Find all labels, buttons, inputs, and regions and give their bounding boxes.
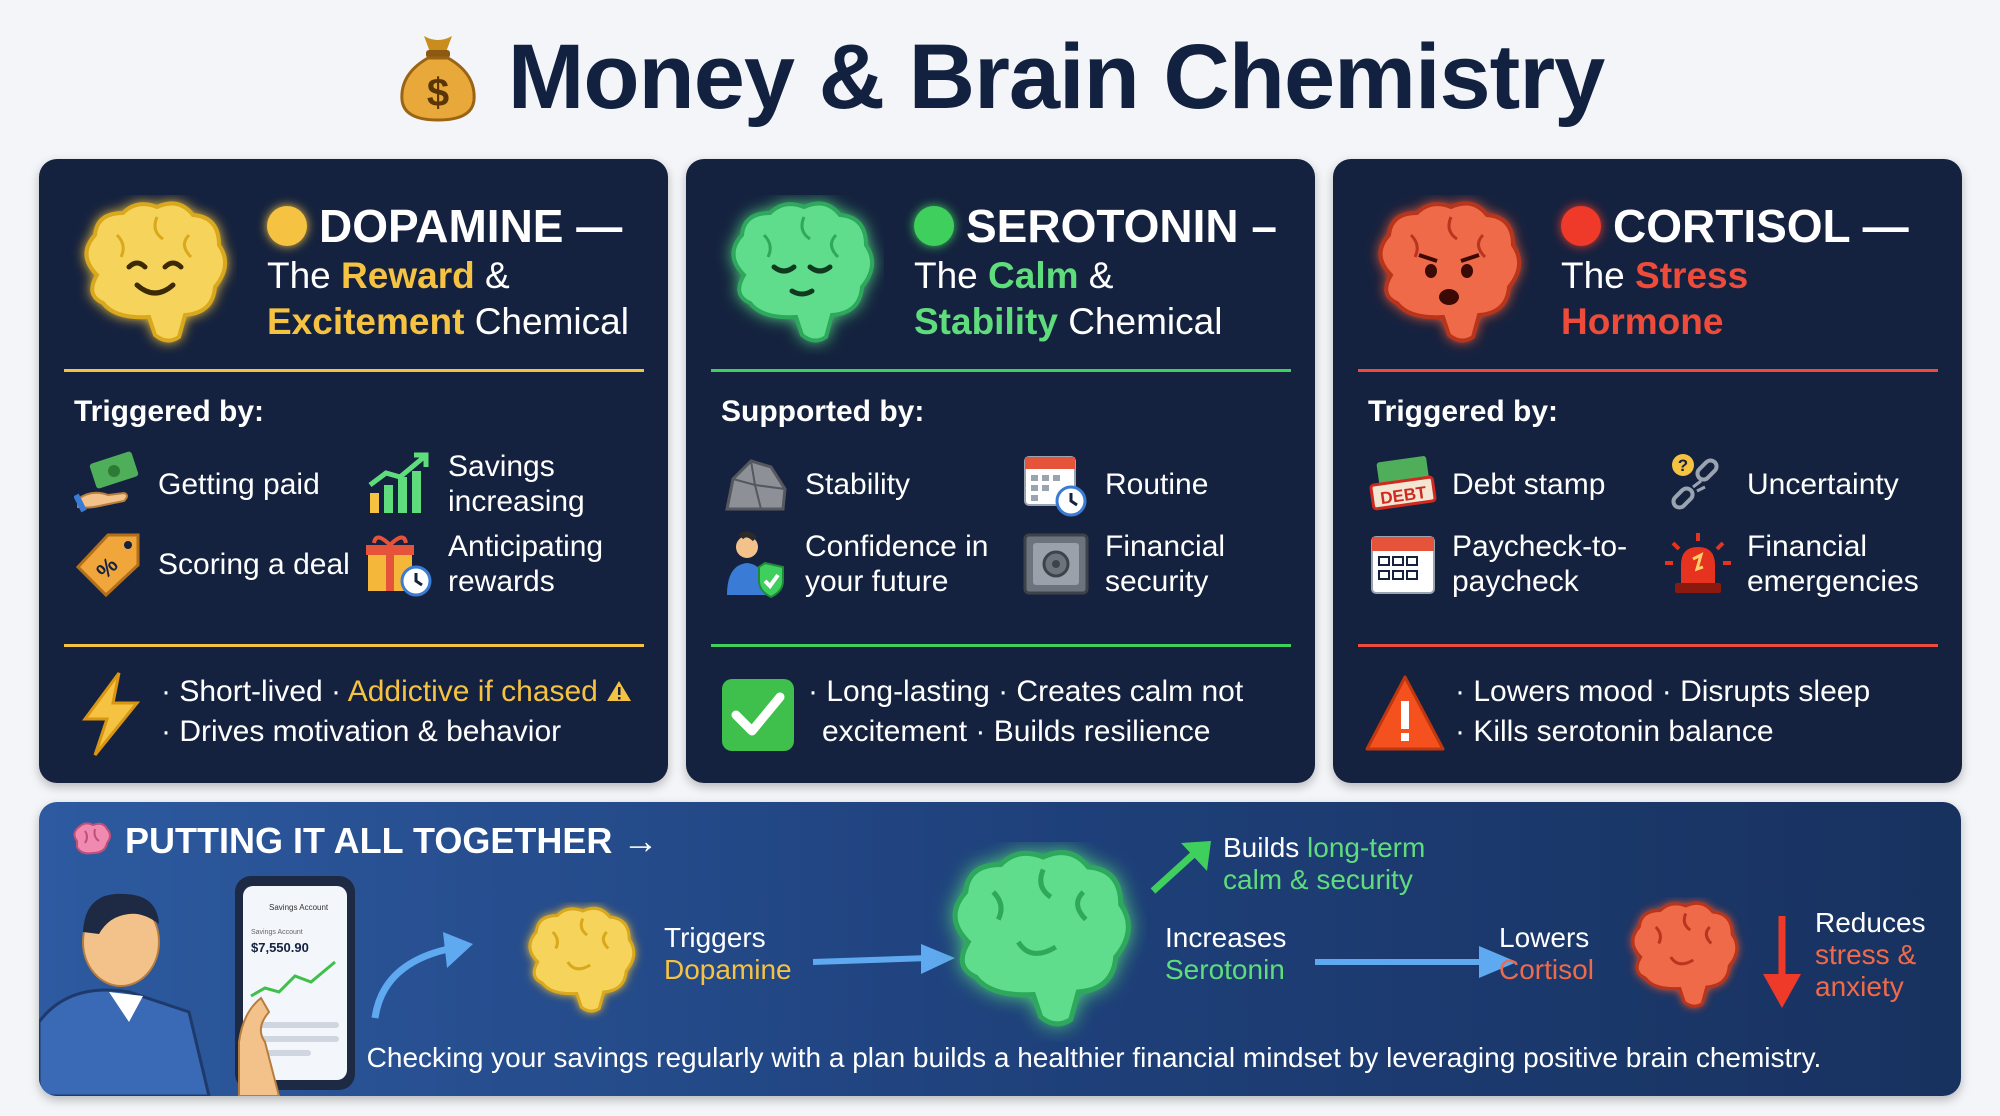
- dopamine-notes: · Short-lived · Addictive if chased · Dr…: [161, 672, 661, 752]
- rock-icon: [725, 459, 787, 511]
- growth-chart-icon: [368, 452, 429, 513]
- debt-stamp-icon: DEBT: [1369, 456, 1437, 511]
- warning-triangle-icon: [1365, 675, 1445, 751]
- support-financial-security: Financial security: [1021, 529, 1305, 599]
- person-shield-icon: [727, 531, 784, 599]
- divider: [1358, 369, 1938, 372]
- arrow-right-icon: [812, 944, 955, 974]
- support-stability: Stability: [721, 449, 1005, 519]
- calm-brain-icon: [731, 201, 874, 343]
- green-dot-icon: [914, 206, 954, 246]
- cash-hand-icon: [74, 451, 139, 513]
- trigger-uncertainty: ? Uncertainty: [1663, 449, 1947, 519]
- serotonin-brain-icon: [952, 850, 1131, 1027]
- section-label: Triggered by:: [74, 395, 265, 428]
- support-confidence: Confidence in your future: [721, 529, 1005, 599]
- dopamine-heading: DOPAMINE —: [267, 199, 622, 253]
- trigger-debt-stamp: DEBT Debt stamp: [1368, 449, 1652, 519]
- arrow-right-icon: [1315, 946, 1517, 978]
- checkmark-icon: [722, 679, 794, 751]
- divider: [64, 369, 644, 372]
- serotonin-card: SEROTONIN – The Calm & Stability Chemica…: [686, 159, 1315, 783]
- summary-caption: Checking your savings regularly with a p…: [366, 1042, 1822, 1073]
- svg-text:$: $: [427, 71, 449, 115]
- calendar-clock-icon: [1024, 456, 1087, 517]
- divider: [1358, 644, 1938, 647]
- gift-clock-icon: [366, 535, 432, 597]
- red-dot-icon: [1561, 206, 1601, 246]
- trigger-anticipating-rewards: Anticipating rewards: [364, 529, 648, 599]
- dopamine-brain-icon: [528, 906, 636, 1013]
- svg-text:?: ?: [1678, 456, 1688, 475]
- warning-icon: [607, 681, 632, 701]
- trigger-paycheck-to-paycheck: Paycheck-to-paycheck: [1368, 529, 1652, 599]
- alarm-siren-icon: [1665, 533, 1731, 593]
- happy-brain-icon: [84, 201, 227, 343]
- cortisol-notes: · Lowers mood · Disrupts sleep · Kills s…: [1455, 675, 1871, 748]
- lightning-icon: [82, 672, 141, 756]
- svg-text:Savings Account: Savings Account: [269, 903, 329, 912]
- divider: [64, 644, 644, 647]
- arrow-up-right-icon: [1150, 841, 1211, 894]
- page-title: Money & Brain Chemistry: [507, 25, 1606, 128]
- support-routine: Routine: [1021, 449, 1305, 519]
- serotonin-subtitle: The Calm & Stability Chemical: [914, 255, 1223, 342]
- putting-it-together-panel: PUTTING IT ALL TOGETHER → Savings Accoun…: [39, 802, 1961, 1096]
- trigger-financial-emergencies: Financial emergencies: [1663, 529, 1947, 599]
- svg-text:Savings Account: Savings Account: [251, 929, 303, 936]
- dopamine-card: DOPAMINE — The Reward & Excitement Chemi…: [39, 159, 668, 783]
- trigger-scoring-a-deal: % Scoring a deal: [74, 529, 358, 599]
- cortisol-title: CORTISOL —: [1613, 200, 1909, 252]
- svg-text:$7,550.90: $7,550.90: [251, 940, 309, 955]
- trigger-getting-paid: Getting paid: [74, 449, 358, 519]
- serotonin-title: SEROTONIN –: [966, 200, 1277, 252]
- brain-icon: [73, 822, 111, 855]
- cortisol-brain-icon: [1631, 901, 1739, 1008]
- money-bag-icon: $: [400, 36, 476, 122]
- trigger-savings-increasing: Savings increasing: [364, 449, 648, 519]
- dopamine-subtitle: The Reward & Excitement Chemical: [267, 255, 629, 342]
- divider: [711, 369, 1291, 372]
- dopamine-title: DOPAMINE —: [319, 200, 623, 252]
- section-label: Triggered by:: [1368, 395, 1559, 428]
- stressed-brain-icon: [1378, 201, 1521, 343]
- section-label: Supported by:: [721, 395, 925, 428]
- serotonin-notes: · Long-lasting · Creates calm not excite…: [808, 675, 1244, 748]
- curved-arrow-icon: [371, 932, 473, 1019]
- divider: [711, 644, 1291, 647]
- together-title: PUTTING IT ALL TOGETHER →: [69, 820, 658, 862]
- serotonin-heading: SEROTONIN –: [914, 199, 1277, 253]
- price-tag-icon: %: [75, 533, 140, 598]
- cortisol-heading: CORTISOL —: [1561, 199, 1909, 253]
- arrow-down-icon: [1763, 916, 1801, 1008]
- person-phone-illustration: Savings Account Savings Account $7,550.9…: [39, 876, 355, 1096]
- header: $ Money & Brain Chemistry: [0, 22, 2000, 132]
- broken-chain-icon: ?: [1671, 454, 1719, 510]
- safe-icon: [1023, 533, 1089, 595]
- calendar-icon: [1371, 536, 1435, 594]
- yellow-dot-icon: [267, 206, 307, 246]
